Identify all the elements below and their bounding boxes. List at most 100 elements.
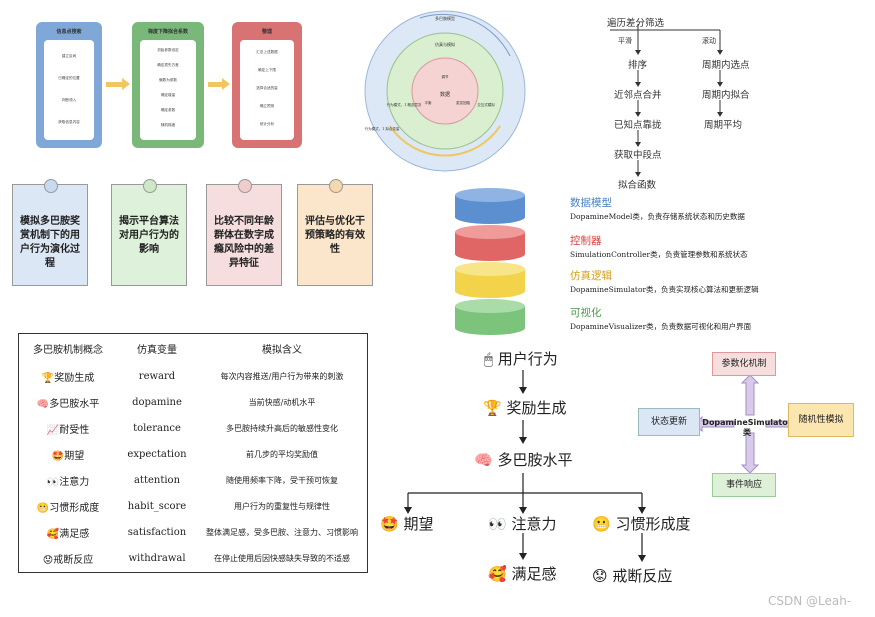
table-header: 仿真变量 [137, 345, 177, 357]
inner-label: 调节 [442, 74, 450, 79]
inner-label: 奖赏回路 [456, 100, 470, 105]
goal-card-text: 模拟多巴胺奖赏机制下的用户行为演化过程 [20, 216, 80, 269]
side-label: 交互式模拟 [477, 102, 495, 107]
goal-card: 模拟多巴胺奖赏机制下的用户行为演化过程 [12, 179, 88, 286]
panel-step: 汇总上述数据 [256, 50, 278, 54]
concentric-circle-diagram: 多巴胺模型 仿真与模拟 数据 调节 平衡 奖赏回路 行为模式，1 概念层次 交互… [364, 10, 526, 172]
arch-title: 可视化 [570, 307, 602, 319]
brain-icon: 🧠 [36, 399, 50, 411]
ring2-label: 仿真与模拟 [435, 41, 455, 47]
meaning-cell: 用户行为的重复性与规律性 [234, 502, 330, 512]
flow-arrow-head [222, 78, 230, 90]
panel-step: 随机梯度 [160, 123, 176, 127]
db-simulator-cylinder [455, 262, 525, 298]
arch-title: 仿真逻辑 [570, 270, 612, 282]
goal-card: 比较不同年龄群体在数字成瘾风险中的差异特征 [206, 179, 282, 286]
panel-step: 已确定的位置 [58, 76, 80, 80]
flow-node-user-behavior: 🖱 用户行为 [484, 348, 558, 369]
flow-arrow [106, 82, 124, 87]
panel-step: 判断领入 [61, 98, 77, 102]
meaning-cell: 整体满足感，受多巴胺、注意力、习惯影响 [206, 528, 358, 538]
arch-desc: DopamineSimulator类，负责实现核心算法和更新逻辑 [570, 285, 759, 294]
worried-icon: 😟 [592, 567, 608, 585]
meaning-cell: 随使用频率下降，受干预可恢复 [226, 476, 338, 486]
node-label: 习惯形成度 [615, 515, 691, 533]
flow-node-withdrawal: 😟 戒断反应 [592, 565, 672, 586]
arch-title: 控制器 [570, 235, 602, 247]
node-label: 戒断反应 [612, 567, 673, 585]
meaning-cell: 多巴胺持续升高后的敏感性变化 [226, 424, 338, 434]
simulator-center-label: DopamineSimulator类 [702, 418, 792, 437]
right-flow-step: 排序 [628, 60, 648, 71]
right-flow-step: 周期内拟合 [702, 90, 750, 101]
node-label: 用户行为 [497, 350, 558, 368]
pin-icon [143, 179, 157, 193]
table-row: 👀注意力 attention 随使用频率下降，受干预可恢复 [19, 468, 368, 494]
goal-card-text: 评估与优化干预策略的有效性 [305, 216, 365, 255]
inner-label: 平衡 [425, 100, 433, 105]
variable-cell: withdrawal [128, 553, 186, 565]
meaning-cell: 前几步的平均奖励值 [246, 450, 318, 460]
database-stack [455, 188, 525, 335]
right-flow-step: 获取中段点 [614, 150, 662, 161]
right-flow-step: 近邻点合并 [614, 90, 662, 101]
right-flow-top: 遍历差分筛选 [607, 18, 665, 29]
panel-step: 确定损失方差 [157, 63, 179, 67]
trophy-icon: 🏆 [41, 373, 55, 384]
arc-arrow [419, 13, 511, 57]
branch-label-right: 滚动 [702, 37, 716, 45]
flow-node-expectation: 🤩 期望 [380, 513, 433, 534]
concept-cell: 戒断反应 [53, 555, 94, 567]
variable-cell: attention [133, 475, 181, 487]
flow-panel-gradient: 梯度下降拟合系数 初始参数设定 确定损失方差 偏数为参数 确定增量 确定参数 随… [132, 22, 204, 148]
variable-cell: expectation [127, 449, 187, 461]
variable-cell: satisfaction [127, 527, 187, 539]
panel-title: 信息点搜索 [56, 29, 82, 35]
goal-card-text: 比较不同年龄群体在数字成瘾风险中的差异特征 [214, 216, 274, 269]
pin-icon [329, 179, 343, 193]
panel-step: 选择合适的量 [256, 86, 278, 90]
watermark: CSDN @Leah- [768, 594, 852, 608]
concept-cell: 注意力 [59, 477, 90, 489]
arch-desc: DopamineVisualizer类，负责数据可视化和用户界面 [570, 322, 752, 331]
meaning-cell: 每次内容推送/用户行为带来的刺激 [220, 372, 344, 381]
simulator-top-box: 参数化机制 [712, 352, 776, 376]
db-controller-cylinder [455, 225, 525, 261]
panel-step: 统计分析 [259, 122, 275, 126]
concept-cell: 奖励生成 [54, 373, 95, 384]
variable-cell: habit_score [127, 501, 187, 513]
eyes-icon: 👀 [488, 515, 507, 533]
goal-card: 揭示平台算法对用户行为的影响 [111, 179, 187, 286]
grimace-icon: 😬 [592, 515, 611, 533]
right-flow-step: 已知点靠拢 [614, 120, 662, 131]
db-model-cylinder [455, 188, 525, 224]
variable-cell: tolerance [133, 423, 181, 435]
pin-icon [238, 179, 252, 193]
flow-panel-search: 信息点搜索 建立区间 已确定的位置 判断领入 获取信息内容 [36, 22, 102, 148]
simulator-left-box: 状态更新 [638, 408, 700, 436]
simulator-cross [693, 375, 807, 474]
grimace-icon: 😬 [36, 503, 50, 515]
trophy-icon: 🏆 [483, 399, 502, 417]
concept-cell: 满足感 [59, 529, 90, 541]
table-header: 模拟含义 [262, 345, 302, 357]
eyes-icon: 👀 [46, 477, 60, 489]
panel-step: 确立预测 [259, 104, 275, 108]
star-struck-icon: 🤩 [51, 451, 65, 463]
simulator-bottom-box: 事件响应 [712, 473, 776, 497]
db-visualizer-cylinder [455, 299, 525, 335]
arch-desc: SimulationController类，负责管理参数和系统状态 [570, 250, 748, 259]
flow-node-habit: 😬 习惯形成度 [592, 513, 690, 534]
branch-label-left: 平滑 [618, 37, 632, 45]
concept-cell: 习惯形成度 [49, 503, 100, 515]
pin-icon [44, 179, 58, 193]
flow-node-satisfaction: 🥰 满足感 [488, 563, 556, 584]
node-label: 注意力 [511, 515, 557, 533]
concept-cell: 耐受性 [59, 425, 90, 437]
smiling-hearts-icon: 🥰 [46, 529, 60, 541]
flow-node-dopamine: 🧠 多巴胺水平 [474, 449, 572, 470]
inner-ring [411, 57, 479, 125]
